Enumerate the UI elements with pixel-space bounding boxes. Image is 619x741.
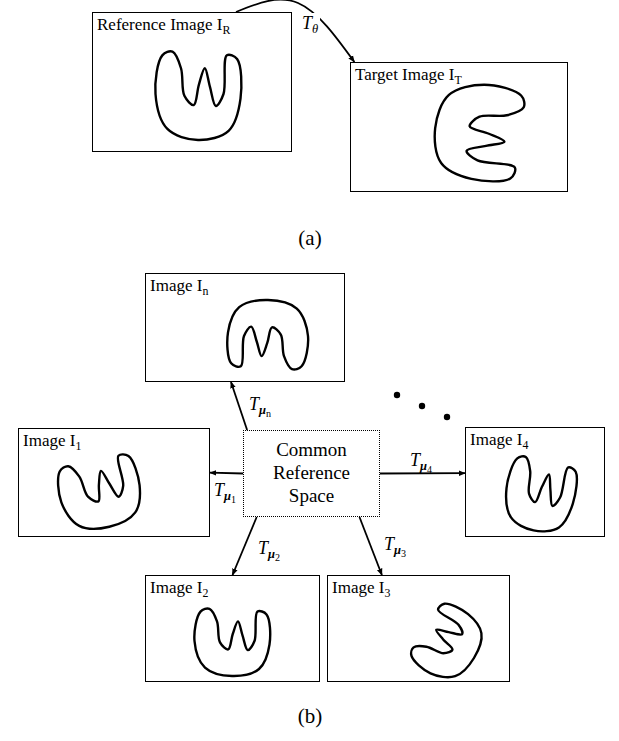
transform-label: Tμ2 <box>256 538 282 559</box>
shape-outline <box>435 85 525 182</box>
image-box: Image I1 <box>18 428 210 537</box>
reference-space-box: Common Reference Space <box>243 430 380 517</box>
image-label: Image I4 <box>470 430 528 450</box>
image-label: Reference Image IR <box>97 15 230 35</box>
image-box: Image In <box>145 273 345 382</box>
shape-outline <box>194 608 270 676</box>
shape-outline <box>227 300 308 370</box>
shape-outline <box>411 604 481 678</box>
image-label: Target Image IT <box>355 65 462 85</box>
shape-outline <box>506 456 577 531</box>
image-label: Image I2 <box>150 578 208 598</box>
image-label: Image I3 <box>332 578 390 598</box>
transform-arrow <box>233 517 257 575</box>
transform-arrow <box>231 382 247 430</box>
space-label: Common Reference Space <box>262 439 361 507</box>
transform-arrow <box>359 517 381 575</box>
shape-outline <box>58 454 140 528</box>
image-box: Image I4 <box>465 427 605 537</box>
image-label: Image I1 <box>23 431 81 451</box>
image-box: Target Image IT <box>350 62 568 192</box>
transform-label: Tθ <box>300 13 320 33</box>
ellipsis-dot <box>444 414 450 420</box>
image-label: Image In <box>150 276 208 296</box>
image-box: Reference Image IR <box>92 12 292 152</box>
transform-label: Tμ3 <box>382 534 408 555</box>
transform-label: Tμ1 <box>212 480 238 501</box>
ellipsis-dot <box>394 392 400 398</box>
image-box: Image I2 <box>145 575 320 682</box>
panel-label: (a) <box>298 226 321 251</box>
transform-label: Tμ4 <box>408 450 434 471</box>
image-box: Image I3 <box>327 575 510 682</box>
transform-arrow <box>210 472 243 475</box>
transform-arrow <box>236 0 354 62</box>
ellipsis-dot <box>419 403 425 409</box>
transform-label: Tμn <box>247 394 273 415</box>
panel-label: (b) <box>298 704 323 729</box>
shape-outline <box>155 51 241 140</box>
